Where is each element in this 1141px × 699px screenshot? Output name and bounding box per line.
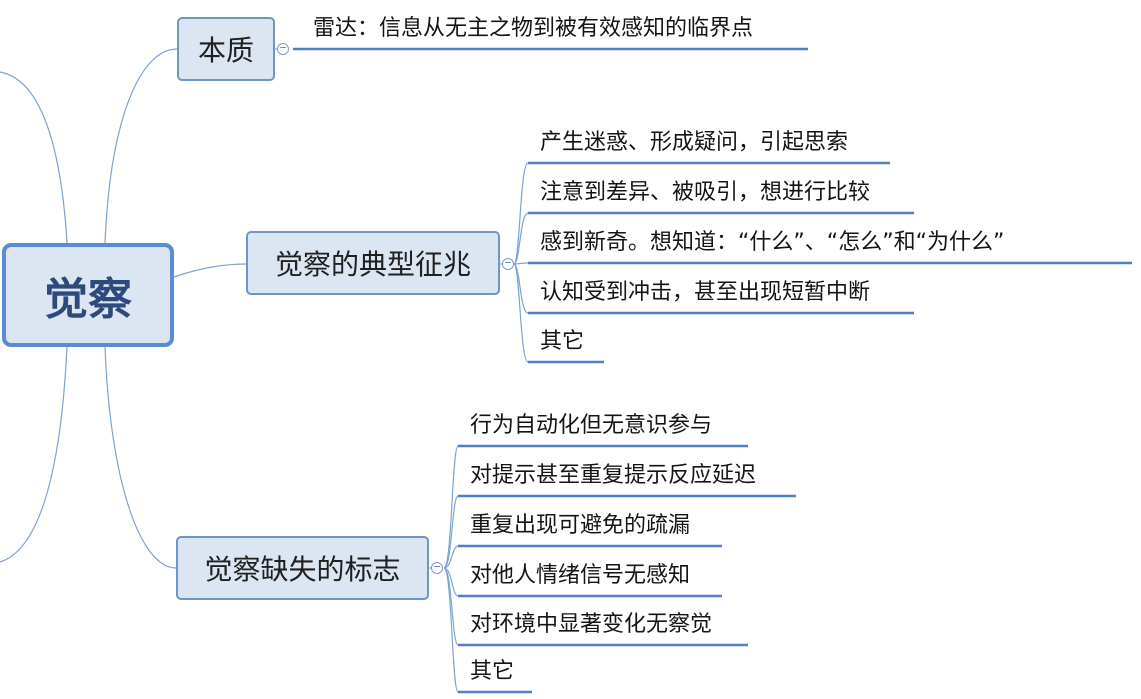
connector-b2-leaf-5 [513,263,529,363]
leaf-node[interactable]: 产生迷惑、形成疑问，引起思索 [540,130,849,155]
branch-node-essence[interactable]: 本质 [177,17,275,81]
connector-root-branch-1 [104,48,178,244]
leaf-node[interactable]: 认知受到冲击，甚至出现短暂中断 [540,280,871,305]
minus-circle-icon[interactable]: − [277,42,289,55]
minus-circle-icon[interactable]: − [431,561,443,574]
minus-circle-icon[interactable]: − [502,257,514,270]
leaf-node[interactable]: 注意到差异、被吸引，想进行比较 [540,180,871,205]
leaf-node[interactable]: 对环境中显著变化无察觉 [470,612,713,637]
connector-offscreen-upper [0,71,68,244]
connector-b3-leaf-1 [443,445,459,569]
root-node-label: 觉察 [44,274,132,325]
connector-root-branch-2 [173,263,247,278]
leaf-node[interactable]: 其它 [470,659,515,684]
root-node[interactable]: 觉察 [2,243,174,347]
branch-node-missing-signs[interactable]: 觉察缺失的标志 [176,536,429,600]
leaf-node[interactable]: 对提示甚至重复提示反应延迟 [470,463,757,488]
connector-b3-leaf-6 [443,567,459,693]
leaf-node[interactable]: 感到新奇。想知道：“什么”、“怎么”和“为什么” [540,230,1005,255]
connector-offscreen-lower [0,346,68,563]
connector-b2-leaf-2 [513,212,529,265]
leaf-node[interactable]: 重复出现可避免的疏漏 [470,513,691,538]
branch-node-label: 觉察的典型征兆 [274,248,471,281]
connector-root-branch-3 [104,346,177,569]
branch-node-typical-signs[interactable]: 觉察的典型征兆 [246,231,500,295]
branch-node-label: 本质 [197,34,254,67]
leaf-node[interactable]: 行为自动化但无意识参与 [470,413,713,438]
leaf-node[interactable]: 其它 [540,329,585,354]
connector-b2-leaf-3 [513,262,529,265]
connector-b3-leaf-3 [443,545,459,569]
leaf-node[interactable]: 雷达：信息从无主之物到被有效感知的临界点 [313,16,754,41]
connector-b3-leaf-2 [443,495,459,569]
leaf-node[interactable]: 对他人情绪信号无感知 [470,563,691,588]
branch-node-label: 觉察缺失的标志 [204,553,401,586]
